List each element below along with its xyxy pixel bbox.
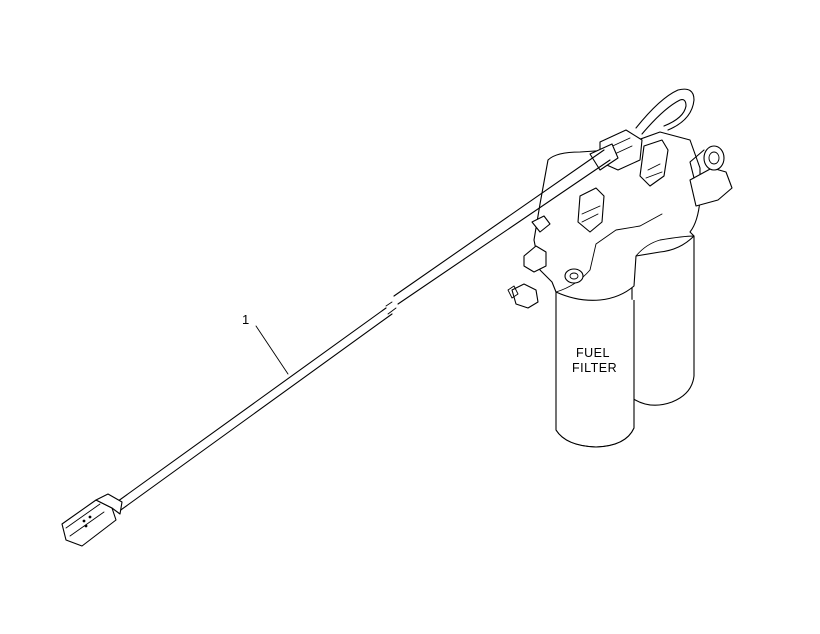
callout-number: 1	[242, 312, 249, 327]
sensor-fitting-top	[639, 139, 669, 187]
fitting-left-lower	[511, 283, 539, 309]
outlet-port-cap	[703, 145, 725, 171]
hose-loop	[635, 88, 695, 131]
harness-upper-edge-a	[393, 149, 605, 297]
fitting-left-upper	[531, 215, 551, 233]
fuel-filter-assembly	[507, 88, 733, 448]
harness-upper-edge-b	[397, 159, 611, 305]
callout-leader	[255, 325, 289, 375]
callout-1: 1	[242, 312, 289, 375]
wiring-harness	[61, 149, 611, 547]
filter-label-line2: FILTER	[572, 361, 617, 375]
harness-break	[385, 301, 397, 315]
head-port	[564, 268, 584, 284]
harness-connector-top	[589, 143, 619, 171]
harness-lower-edge-a	[113, 307, 387, 505]
filter-label-line1: FUEL	[576, 346, 610, 360]
fitting-left-middle	[523, 245, 547, 273]
harness-lower-edge-b	[117, 313, 393, 513]
filter-canister-rear	[631, 236, 695, 406]
